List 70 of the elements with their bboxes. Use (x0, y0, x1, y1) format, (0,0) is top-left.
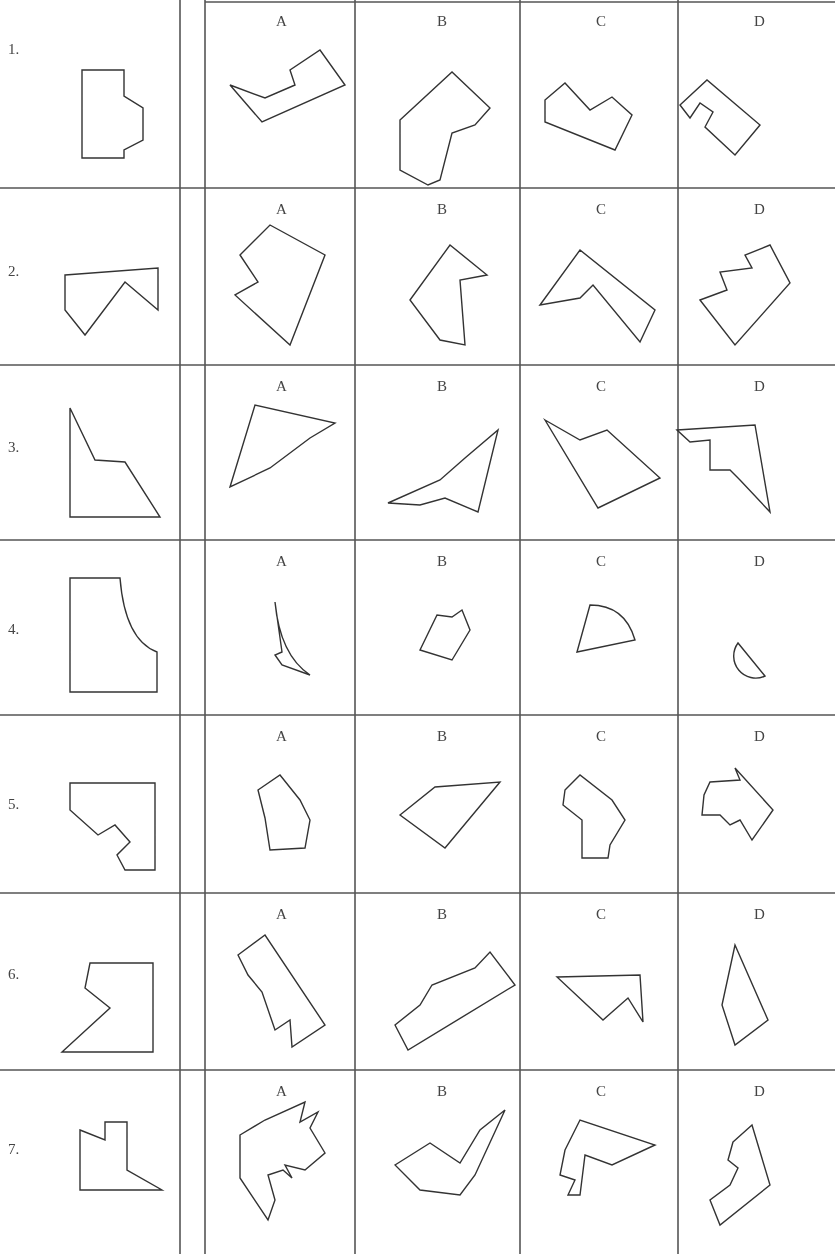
polygon-figure (543, 418, 662, 509)
option-letter: B (437, 200, 447, 218)
polygon-figure (239, 1100, 326, 1222)
option-letter: D (754, 377, 765, 395)
question-number: 3. (8, 438, 20, 456)
question-number: 1. (8, 40, 20, 58)
polygon-figure (69, 577, 158, 693)
polygon-figure (387, 428, 500, 513)
question-number: 4. (8, 620, 20, 638)
polygon-figure (60, 962, 154, 1053)
polygon-figure (69, 782, 156, 871)
polygon-figure (562, 774, 626, 859)
option-letter: D (754, 727, 765, 745)
polygon-figure (79, 1121, 165, 1191)
option-letter: A (276, 727, 287, 745)
polygon-figure (228, 404, 337, 489)
option-letter: A (276, 905, 287, 923)
option-letter: B (437, 12, 447, 30)
option-letter: C (596, 905, 606, 923)
polygon-figure (538, 249, 656, 344)
option-letter: C (596, 1082, 606, 1100)
question-number: 5. (8, 795, 20, 813)
polygon-figure (576, 604, 636, 653)
polygon-figure (399, 71, 491, 186)
option-letter: A (276, 12, 287, 30)
polygon-figure (679, 79, 761, 156)
option-letter: D (754, 905, 765, 923)
polygon-figure (394, 950, 517, 1051)
polygon-figure (721, 942, 769, 1047)
polygon-figure (544, 82, 633, 151)
option-letter: C (596, 12, 606, 30)
option-letter: C (596, 377, 606, 395)
polygon-figure (409, 244, 489, 346)
question-number: 7. (8, 1140, 20, 1158)
polygon-figure (559, 1119, 657, 1196)
option-letter: B (437, 905, 447, 923)
polygon-figure (64, 267, 159, 337)
polygon-figure (675, 424, 772, 515)
option-letter: B (437, 727, 447, 745)
polygon-figure (257, 774, 311, 851)
polygon-figure (233, 224, 326, 347)
polygon-figure (698, 244, 791, 347)
polygon-figure (81, 69, 144, 159)
polygon-figure (69, 407, 162, 518)
polygon-figure (701, 767, 774, 842)
polygon-figure (229, 49, 347, 123)
option-letter: B (437, 377, 447, 395)
polygon-figure (419, 608, 471, 661)
polygon-figure (555, 974, 644, 1023)
option-letter: A (276, 552, 287, 570)
option-letter: C (596, 552, 606, 570)
option-letter: C (596, 200, 606, 218)
polygon-figure (393, 1109, 506, 1196)
option-letter: A (276, 1082, 287, 1100)
option-letter: A (276, 377, 287, 395)
option-letter: D (754, 552, 765, 570)
question-number: 6. (8, 965, 20, 983)
option-letter: B (437, 1082, 447, 1100)
option-letter: C (596, 727, 606, 745)
polygon-figure (274, 601, 311, 676)
question-number: 2. (8, 262, 20, 280)
option-letter: D (754, 12, 765, 30)
polygon-figure (237, 934, 326, 1049)
option-letter: B (437, 552, 447, 570)
polygon-figure (709, 1123, 771, 1227)
option-letter: D (754, 1082, 765, 1100)
option-letter: D (754, 200, 765, 218)
option-letter: A (276, 200, 287, 218)
polygon-figure (733, 642, 766, 679)
polygon-figure (398, 781, 502, 849)
